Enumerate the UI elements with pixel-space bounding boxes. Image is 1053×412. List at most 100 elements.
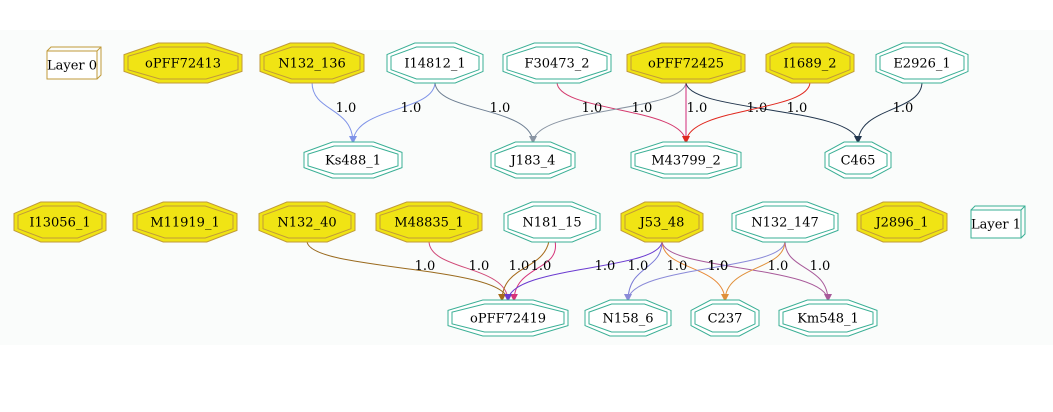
edge-line (428, 240, 512, 302)
node-shape-inner (262, 205, 352, 239)
node-shape-inner (769, 46, 851, 80)
edge-i14812-1-to-ks488-1: 1.0 (349, 81, 436, 144)
edge-line (529, 81, 687, 144)
node-shape-inner (860, 205, 944, 239)
edge-line (682, 81, 811, 144)
node-shape-inner (507, 205, 597, 239)
node-shape-inner (506, 46, 608, 80)
node-shape-outer (620, 201, 704, 243)
node-e2926-1: E2926_1 (875, 42, 969, 84)
edge-weight-label: 1.0 (810, 259, 831, 274)
node-label: oPFF72425 (648, 57, 724, 72)
node-j2896-1: J2896_1 (856, 201, 948, 243)
edge-weight-label: 1.0 (595, 259, 616, 274)
node-label: I13056_1 (29, 216, 90, 231)
legend-box-edge (96, 46, 102, 52)
node-i13056-1: I13056_1 (13, 201, 107, 243)
edge-line (721, 240, 786, 302)
node-shape-inner (828, 145, 888, 175)
edge-weight-label: 1.0 (787, 101, 808, 116)
node-shape-inner (735, 205, 835, 239)
node-shape-inner (630, 46, 742, 80)
node-shape-outer (447, 299, 569, 337)
edge-line (685, 81, 862, 144)
edge-line (661, 240, 832, 302)
edge-line (504, 240, 663, 302)
edge-weight-label: 1.0 (667, 259, 688, 274)
node-i14812-1: I14812_1 (386, 42, 484, 84)
edge-n181-15-to-opff72419: 1.0 (510, 240, 556, 302)
legend-label: Layer 0 (47, 59, 97, 74)
node-shape-outer (490, 141, 576, 179)
node-n181-15: N181_15 (503, 201, 601, 243)
node-label: M48835_1 (394, 216, 463, 231)
node-shape-inner (17, 205, 103, 239)
node-shape-outer (856, 201, 948, 243)
node-shape-outer (778, 299, 878, 337)
edge-opff72425-to-m43799-2: 1.0 (682, 82, 708, 144)
node-shape-inner (136, 205, 234, 239)
edge-weight-label: 1.0 (469, 259, 490, 274)
node-m48835-1: M48835_1 (375, 201, 483, 243)
node-shape-outer (584, 299, 672, 337)
legend-layer-1: Layer 1 (970, 205, 1026, 239)
node-label: oPFF72413 (145, 57, 221, 72)
edge-j53-48-to-opff72419: 1.0 (504, 240, 663, 302)
edge-weight-label: 1.0 (490, 101, 511, 116)
node-label: N158_6 (603, 312, 654, 327)
node-n132-136: N132_136 (259, 42, 365, 84)
edge-weight-label: 1.0 (415, 259, 436, 274)
node-label: J2896_1 (873, 216, 928, 231)
node-shape-outer (386, 42, 484, 84)
edge-j53-48-to-n158-6: 1.0 (624, 240, 663, 302)
edge-weight-label: 1.0 (509, 259, 530, 274)
node-shape-inner (879, 46, 965, 80)
target-node-c465: C465 (824, 141, 892, 179)
node-label: N132_40 (277, 216, 336, 231)
edge-line (510, 240, 556, 302)
node-label: C465 (841, 154, 876, 169)
edge-n132-147-to-km548-1: 1.0 (784, 240, 832, 302)
node-shape-outer (626, 42, 746, 84)
node-label: M43799_2 (651, 154, 720, 169)
node-shape-inner (624, 205, 700, 239)
edge-line (784, 240, 832, 302)
edge-i1689-2-to-m43799-2: 1.0 (682, 81, 811, 144)
target-node-opff72419: oPFF72419 (447, 299, 569, 337)
node-shape-inner (307, 145, 399, 175)
node-shape-outer (375, 201, 483, 243)
node-label: I14812_1 (404, 57, 465, 72)
node-n132-147: N132_147 (731, 201, 839, 243)
node-opff72413: oPFF72413 (123, 42, 243, 84)
node-shape-outer (503, 201, 601, 243)
edge-weight-label: 1.0 (632, 101, 653, 116)
node-label: M11919_1 (150, 216, 219, 231)
node-label: N132_136 (278, 57, 346, 72)
edge-weight-label: 1.0 (768, 259, 789, 274)
target-node-j183-4: J183_4 (490, 141, 576, 179)
edge-line (498, 240, 550, 302)
edge-i14812-1-to-j183-4: 1.0 (434, 81, 537, 144)
node-shape-outer (824, 141, 892, 179)
edge-e2926-1-to-c465: 1.0 (854, 81, 923, 144)
node-label: F30473_2 (524, 57, 589, 72)
node-shape-inner (451, 303, 565, 333)
node-label: Ks488_1 (325, 154, 381, 169)
node-opff72425: oPFF72425 (626, 42, 746, 84)
edge-weight-label: 1.0 (401, 101, 422, 116)
node-shape-outer (132, 201, 238, 243)
node-shape-inner (588, 303, 668, 333)
edge-line (349, 81, 436, 144)
node-shape-outer (258, 201, 356, 243)
edge-weight-label: 1.0 (531, 259, 552, 274)
edge-weight-label: 1.0 (687, 101, 708, 116)
node-shape-outer (502, 42, 612, 84)
node-shape-outer (731, 201, 839, 243)
legend-label: Layer 1 (971, 218, 1021, 233)
node-shape-inner (694, 303, 756, 333)
node-shape-inner (782, 303, 874, 333)
edge-weight-label: 1.0 (336, 101, 357, 116)
target-node-km548-1: Km548_1 (778, 299, 878, 337)
